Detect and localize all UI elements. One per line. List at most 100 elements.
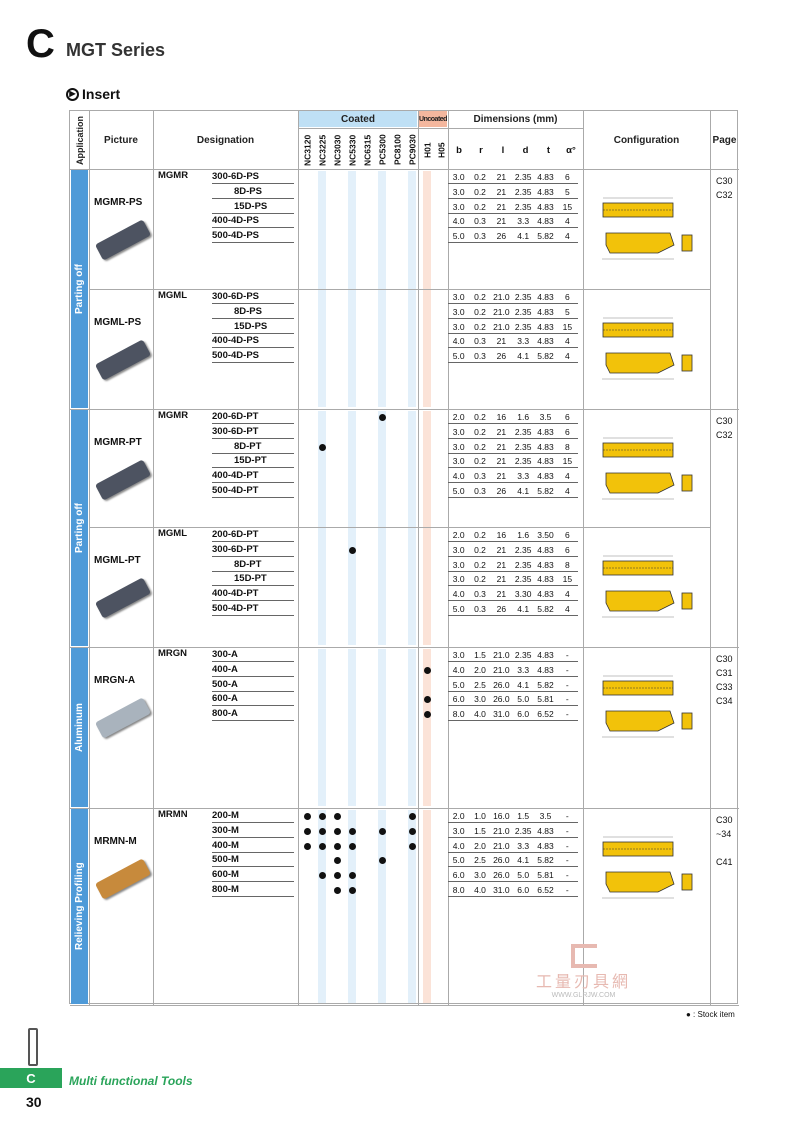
dimension-value: 31.0 <box>493 885 510 895</box>
dimension-value: 6 <box>564 172 570 182</box>
dimension-value: 4.0 <box>452 840 465 851</box>
dimension-value: 21 <box>496 426 507 437</box>
designation-cell: 8D-PS <box>212 305 294 319</box>
picture-label: MRGN-A <box>94 675 136 686</box>
dimension-value: 21.0 <box>493 825 510 836</box>
dimension-value: 6 <box>564 292 570 302</box>
stock-dot <box>424 711 431 719</box>
dimension-value: 2.35 <box>514 825 532 836</box>
dimension-value: 2.5 <box>474 679 486 690</box>
stock-dot <box>409 827 416 835</box>
dimension-value: 8 <box>564 441 570 452</box>
page-ref: C41 <box>716 857 733 867</box>
dimension-value: 0.3 <box>474 471 486 482</box>
header-designation: Designation <box>196 134 255 146</box>
dimension-value: 0.2 <box>474 456 486 467</box>
configuration-drawing <box>598 673 698 743</box>
dimension-value: 21 <box>496 172 507 182</box>
designation-cell: 300-6D-PS <box>212 170 294 184</box>
dimension-value: 2.35 <box>514 650 532 660</box>
dimension-value: 0.3 <box>474 336 486 347</box>
dimension-value: 4.0 <box>452 664 465 675</box>
dimension-value: 2.0 <box>474 840 486 851</box>
configuration-drawing <box>598 315 698 385</box>
dimension-value: 6 <box>564 530 570 540</box>
designation-cell: 800-M <box>212 883 294 897</box>
dimension-value: 2.35 <box>514 172 532 182</box>
dimension-value: 6.52 <box>537 885 554 895</box>
dimension-value: 4.83 <box>537 201 554 212</box>
dimension-value: 2.35 <box>514 426 532 437</box>
dimension-value: 21 <box>496 441 507 452</box>
dimension-value: 0.2 <box>474 559 486 570</box>
dimension-header: t <box>546 144 551 156</box>
dimension-header: r <box>479 144 483 156</box>
designation-cell: 400-4D-PS <box>212 334 294 349</box>
grade-header: PC5300 <box>377 134 388 166</box>
dimension-value: 3.3 <box>517 664 530 675</box>
dimension-value: 3.0 <box>452 306 465 317</box>
stock-dot <box>319 827 326 835</box>
dimension-value: 3.0 <box>452 441 465 452</box>
insert-photo <box>94 219 152 261</box>
dimension-value: 0.2 <box>474 172 486 182</box>
stock-dot <box>349 887 356 894</box>
grade-header: NC3225 <box>317 134 328 166</box>
dimension-value: 4.83 <box>537 650 554 660</box>
application-label: Parting off <box>71 170 88 408</box>
dimension-value: 4.1 <box>517 679 530 690</box>
dimension-value: 0.3 <box>474 604 486 614</box>
dimension-value: 4.1 <box>517 855 530 866</box>
dimension-value: 4.83 <box>537 544 554 555</box>
dimension-value: 4.83 <box>537 306 554 317</box>
dimension-value: 5.0 <box>452 351 465 362</box>
stock-dot <box>319 443 326 451</box>
dimension-value: 5.0 <box>452 604 465 614</box>
dimension-value: 21 <box>496 216 507 227</box>
dimension-value: 4.83 <box>537 321 554 332</box>
dimension-value: 1.5 <box>474 650 486 660</box>
designation-cell: 500-M <box>212 853 294 868</box>
section-title: Insert <box>82 86 121 102</box>
dimension-value: 21 <box>496 574 507 585</box>
stock-dot <box>319 872 326 880</box>
dimension-value: 4.83 <box>537 186 554 197</box>
header-picture: Picture <box>104 134 138 146</box>
dimension-value: 3.3 <box>517 216 530 227</box>
dimension-value: 3.0 <box>452 172 465 182</box>
configuration-drawing <box>598 435 698 505</box>
dimension-value: 15 <box>562 201 573 212</box>
dimension-value: 2.35 <box>514 456 532 467</box>
dimension-value: 4.0 <box>452 589 465 600</box>
dimension-value: 21.0 <box>493 292 510 302</box>
watermark-cn: 工量刃具網 <box>536 974 632 991</box>
designation-cell: 15D-PS <box>212 200 294 214</box>
application-label: Relieving Profiling <box>71 809 88 1004</box>
stock-dot <box>349 546 356 554</box>
dimension-value: 6.0 <box>517 885 530 895</box>
stock-dot <box>334 813 341 820</box>
insert-drawing-icon <box>602 197 693 260</box>
dimension-value: 2.35 <box>514 306 532 317</box>
page-ref: C32 <box>716 190 733 200</box>
stock-item-note: ● : Stock item <box>686 1010 735 1019</box>
dimension-value: 2.0 <box>474 664 486 675</box>
dimension-value: 5.0 <box>452 486 465 496</box>
insert-drawing-icon <box>602 555 693 618</box>
dimension-value: 31.0 <box>493 709 510 720</box>
dimension-value: 4.0 <box>452 471 465 482</box>
dimension-value: 5.82 <box>537 855 554 866</box>
page-number: 30 <box>26 1094 42 1110</box>
dimension-value: 1.6 <box>517 412 530 422</box>
watermark: 工量刃具網 WWW.GLRJW.COM <box>536 944 631 999</box>
picture-label: MGMR-PT <box>94 437 142 448</box>
dimension-value: 6.52 <box>537 709 554 720</box>
dimension-value: 4.0 <box>474 885 486 895</box>
dimension-value: 3.0 <box>452 321 465 332</box>
